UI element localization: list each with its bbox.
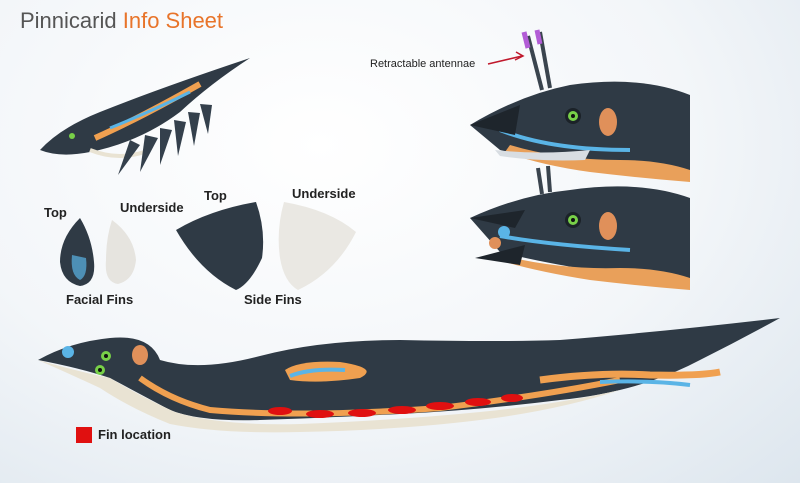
creature-three-quarter-view <box>40 58 250 175</box>
fin-markers <box>268 394 523 418</box>
fin-location-swatch <box>76 427 92 443</box>
head-open-mouth <box>470 165 690 290</box>
facial-fin-top <box>60 218 95 286</box>
creature-side-view <box>38 318 780 433</box>
side-fin-top <box>176 202 264 290</box>
arrow-head-icon <box>514 51 525 61</box>
antennae-pointer-arrow <box>487 55 523 65</box>
title-main: Pinnicarid <box>20 8 117 33</box>
page-title: Pinnicarid Info Sheet <box>20 8 223 34</box>
side-fin-top-label: Top <box>204 188 227 203</box>
side-fin-underside-label: Underside <box>292 186 356 201</box>
facial-fin-underside <box>105 220 136 284</box>
facial-fin-underside-label: Underside <box>120 200 184 215</box>
title-accent: Info Sheet <box>122 8 224 33</box>
side-fin-underside <box>278 202 356 290</box>
facial-fin-top-label: Top <box>44 205 67 220</box>
facial-fins-caption: Facial Fins <box>66 292 134 307</box>
antennae-label: Retractable antennae <box>370 58 476 70</box>
head-closed-mouth <box>470 29 690 182</box>
legend-label: Fin location <box>98 427 171 442</box>
side-fins-caption: Side Fins <box>244 292 302 307</box>
